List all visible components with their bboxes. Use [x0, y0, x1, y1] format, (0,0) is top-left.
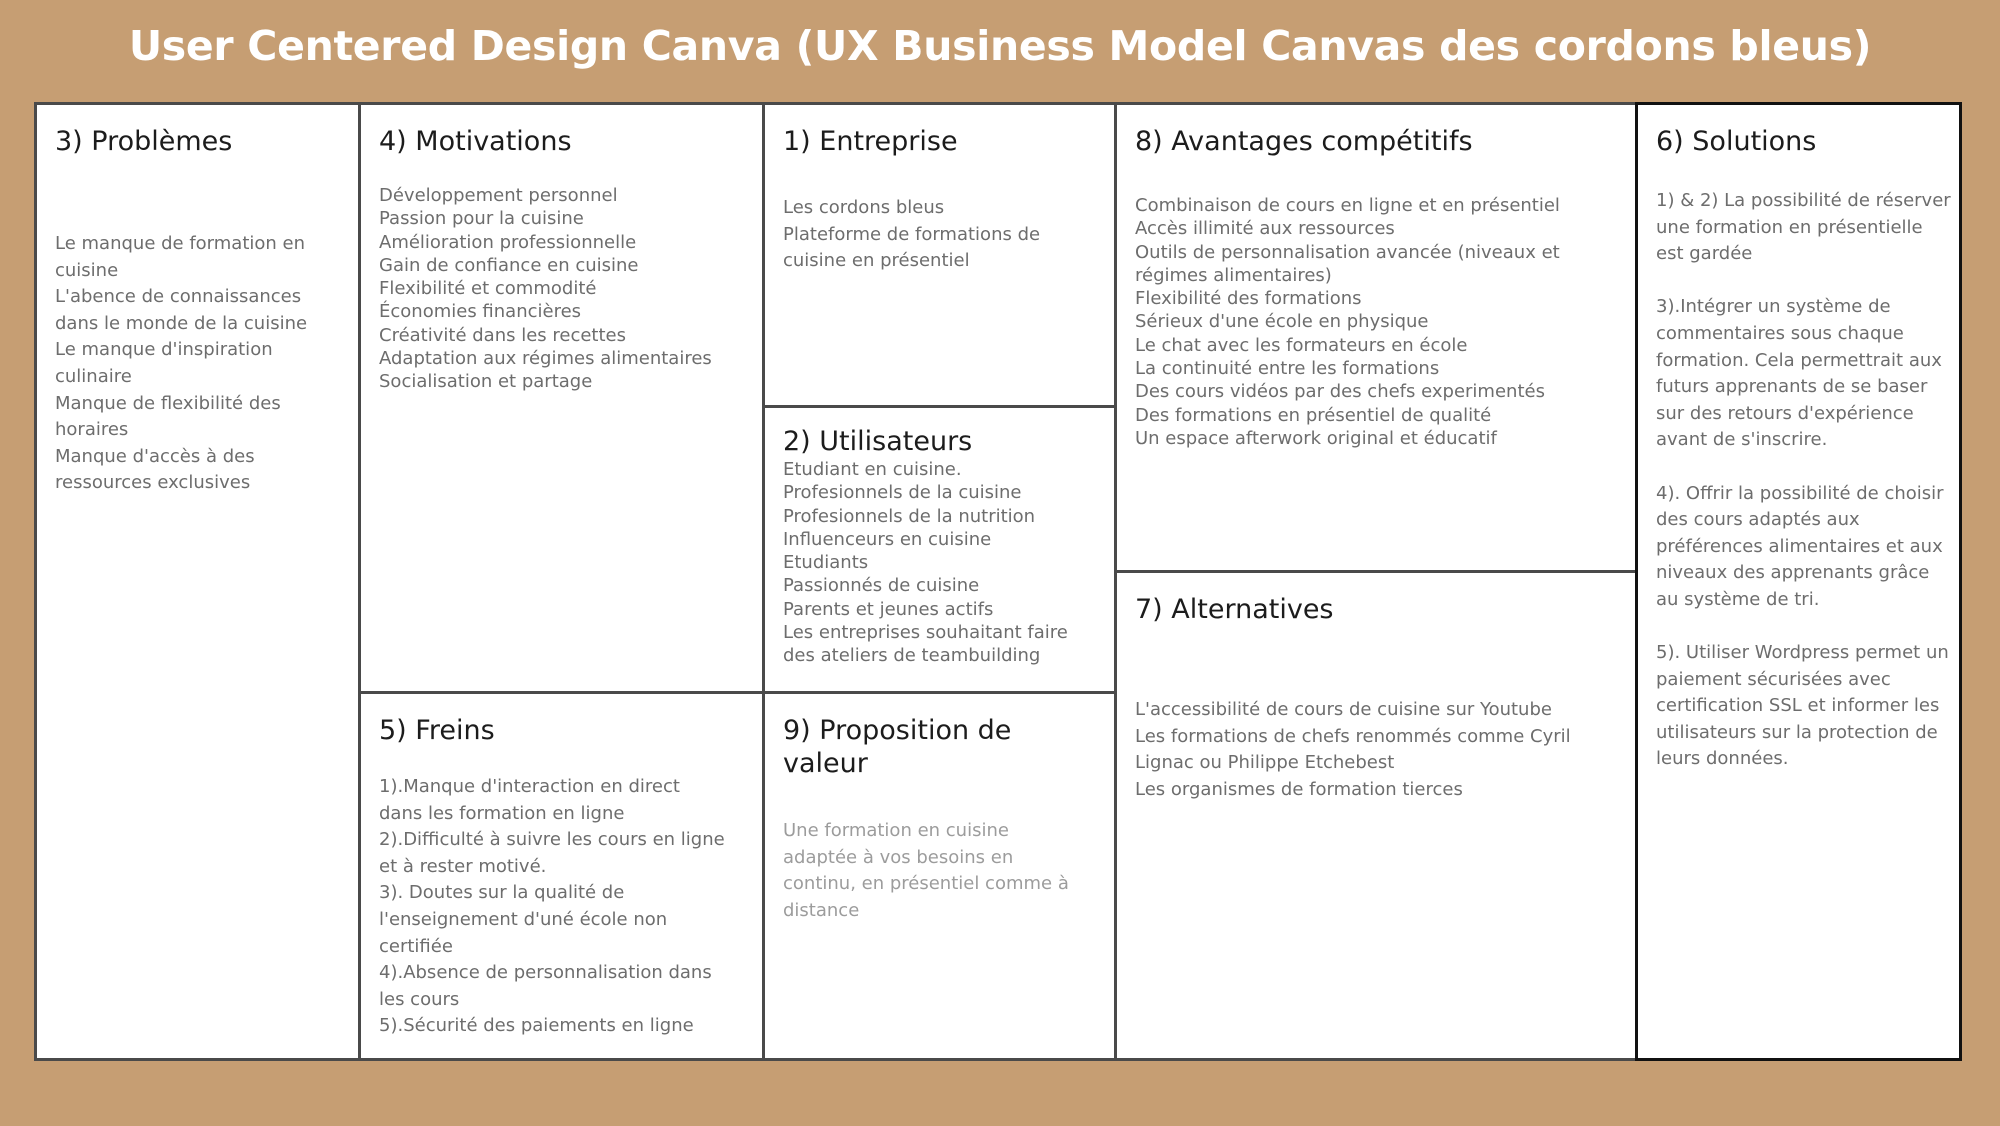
canvas-cell-alternatives: 7) Alternatives L'accessibilité de cours… — [1114, 570, 1640, 1061]
cell-text-line: Des cours vidéos par des chefs experimen… — [1135, 381, 1545, 403]
cell-text-line: Le chat avec les formateurs en école — [1135, 334, 1468, 356]
cell-text-line: Passion pour la cuisine — [379, 208, 584, 230]
cell-text-line: et à rester motivé. — [379, 855, 547, 877]
cell-text-line: Manque d'accès à des — [55, 445, 255, 467]
cell-text-line: Le manque d'inspiration — [55, 339, 273, 361]
cell-text-line: 3).Intégrer un système de commentaires s… — [1656, 296, 1942, 451]
cell-text-line: adaptée à vos besoins en — [783, 846, 1014, 868]
cell-text-line: horaires — [55, 419, 129, 441]
cell-text-line: 4). Offrir la possibilité de choisir des… — [1656, 482, 1944, 610]
cell-text-line: l'enseignement d'uné école non — [379, 908, 668, 930]
cell-text-line: cuisine — [55, 259, 119, 281]
cell-body-alternatives: L'accessibilité de cours de cuisine sur … — [1135, 697, 1629, 803]
cell-text-line: Les cordons bleus — [783, 197, 945, 218]
cell-text-line: Etudiant en cuisine. — [783, 459, 962, 480]
canvas-cell-solutions: 6) Solutions 1) & 2) La possibilité de r… — [1635, 102, 1962, 1061]
cell-text-line: Créativité dans les recettes — [379, 324, 626, 346]
cell-text-line: Flexibilité et commodité — [379, 278, 597, 300]
cell-text-line: Socialisation et partage — [379, 371, 593, 393]
cell-heading-alternatives: 7) Alternatives — [1135, 594, 1334, 625]
cell-text-line: distance — [783, 899, 860, 921]
cell-text-line: L'abence de connaissances — [55, 286, 302, 308]
cell-text-line: Une formation en cuisine — [783, 820, 1009, 841]
cell-text-line: 1).Manque d'interaction en direct — [379, 776, 680, 797]
cell-heading-freins: 5) Freins — [379, 715, 495, 746]
cell-heading-problemes: 3) Problèmes — [55, 126, 233, 157]
cell-text-line: Adaptation aux régimes alimentaires — [379, 348, 712, 370]
cell-body-solutions: 1) & 2) La possibilité de réserver une f… — [1656, 188, 1951, 800]
cell-text-line: Lignac ou Philippe Etchebest — [1135, 752, 1395, 774]
cell-heading-entreprise: 1) Entreprise — [783, 126, 958, 157]
cell-text-line: Flexibilité des formations — [1135, 288, 1362, 310]
cell-text-line: dans les formation en ligne — [379, 802, 625, 824]
cell-text-line: culinaire — [55, 365, 132, 387]
cell-text-line: ressources exclusives — [55, 472, 251, 494]
cell-text-line: les cours — [379, 988, 460, 1010]
cell-text-line: 5). Utiliser Wordpress permet un paiemen… — [1656, 642, 1949, 770]
cell-text-line: Développement personnel — [379, 185, 618, 206]
cell-text-line: Plateforme de formations de — [783, 223, 1041, 245]
cell-heading-motivations: 4) Motivations — [379, 126, 572, 157]
cell-text-line: régimes alimentaires) — [1135, 264, 1332, 286]
canvas-cell-utilisateurs: 2) Utilisateurs Etudiant en cuisine.Prof… — [762, 405, 1118, 695]
canvas-cell-problemes: 3) Problèmes Le manque de formation en cu… — [34, 102, 363, 1061]
cell-text-line: Les entreprises souhaitant faire — [783, 622, 1068, 644]
cell-text-line: Accès illimité aux ressources — [1135, 218, 1395, 240]
page-title: User Centered Design Canva (UX Business … — [128, 22, 1872, 70]
cell-text-line: 3). Doutes sur la qualité de — [379, 882, 625, 904]
canvas-cell-freins: 5) Freins 1).Manque d'interaction en dir… — [358, 691, 767, 1061]
cell-text-line: certifiée — [379, 935, 453, 957]
cell-heading-proposition: 9) Proposition de valeur — [783, 715, 1012, 779]
cell-text-line: dans le monde de la cuisine — [55, 312, 308, 334]
cell-text-line: Des formations en présentiel de qualité — [1135, 404, 1492, 426]
cell-text-line: des ateliers de teambuilding — [783, 645, 1041, 667]
cell-heading-solutions: 6) Solutions — [1656, 126, 1817, 157]
cell-text-line: Outils de personnalisation avancée (nive… — [1135, 241, 1560, 263]
cell-text-line: continu, en présentiel comme à — [783, 873, 1069, 895]
cell-heading-avantages: 8) Avantages compétitifs — [1135, 126, 1473, 157]
cell-text-line: Un espace afterwork original et éducatif — [1135, 427, 1497, 449]
cell-heading-utilisateurs: 2) Utilisateurs — [783, 426, 973, 457]
canvas-cell-proposition: 9) Proposition de valeur Une formation e… — [762, 691, 1118, 1061]
cell-text-line: Profesionnels de la cuisine — [783, 482, 1022, 504]
cell-text-line: Manque de flexibilité des — [55, 392, 281, 414]
cell-text-line: Le manque de formation en — [55, 233, 306, 254]
cell-text-line: Gain de confiance en cuisine — [379, 254, 639, 276]
cell-text-line: Profesionnels de la nutrition — [783, 505, 1036, 527]
cell-body-avantages: Combinaison de cours en ligne et en prés… — [1135, 194, 1629, 450]
cell-text-line: La continuité entre les formations — [1135, 358, 1440, 380]
cell-text-line: L'accessibilité de cours de cuisine sur … — [1135, 699, 1552, 720]
cell-body-freins: 1).Manque d'interaction en direct dans le… — [379, 774, 756, 1040]
cell-body-utilisateurs: Etudiant en cuisine.Profesionnels de la … — [783, 458, 1107, 668]
cell-text-line: Les organismes de formation tierces — [1135, 778, 1463, 800]
cell-text-line: 2).Difficulté à suivre les cours en lign… — [379, 829, 725, 851]
cell-text-line: 4).Absence de personnalisation dans — [379, 962, 712, 984]
cell-text-line: Parents et jeunes actifs — [783, 598, 994, 620]
cell-text-line: 1) & 2) La possibilité de réserver une f… — [1656, 190, 1951, 265]
cell-text-line: Influenceurs en cuisine — [783, 528, 992, 550]
cell-text-line: Amélioration professionnelle — [379, 231, 637, 253]
cell-body-proposition: Une formation en cuisine adaptée à vos be… — [783, 818, 1107, 924]
cell-text-line: Les formations de chefs renommés comme C… — [1135, 725, 1571, 747]
cell-text-line: Sérieux d'une école en physique — [1135, 311, 1429, 333]
cell-text-line: Combinaison de cours en ligne et en prés… — [1135, 195, 1560, 216]
canvas-cell-avantages: 8) Avantages compétitifs Combinaison de … — [1114, 102, 1640, 574]
cell-text-line: Économies financières — [379, 301, 582, 323]
cell-text-line: cuisine en présentiel — [783, 250, 970, 272]
cell-text-line: 5).Sécurité des paiements en ligne — [379, 1015, 694, 1037]
cell-text-line: Etudiants — [783, 552, 869, 574]
cell-text-line: Passionnés de cuisine — [783, 575, 980, 597]
